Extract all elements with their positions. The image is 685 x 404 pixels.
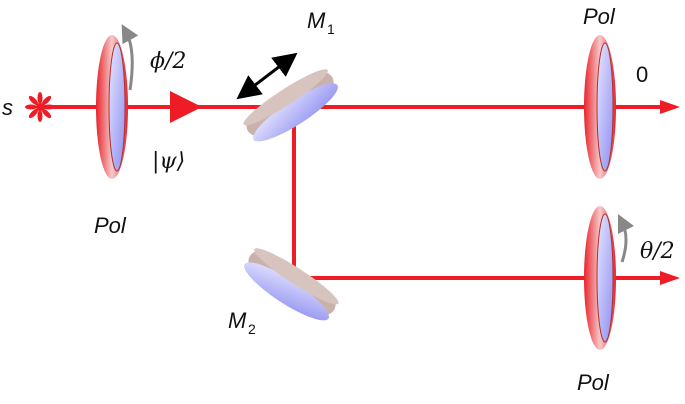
analyzer-top-label: Pol — [583, 4, 616, 29]
analyzer-bottom-angle: θ/2 — [640, 239, 675, 264]
analyzer-top-angle: 0 — [636, 62, 648, 87]
input-polarizer-label: Pol — [94, 213, 127, 238]
input-polarizer — [96, 24, 139, 179]
analyzer-bottom — [584, 206, 635, 350]
input-angle-label: ϕ/2 — [150, 49, 186, 74]
source-label: s — [2, 95, 13, 120]
analyzer-bottom-label: Pol — [577, 370, 610, 395]
rotation-arrow-icon — [617, 213, 635, 263]
translation-arrow-icon — [236, 52, 298, 100]
mirror1-label: M — [307, 8, 326, 33]
beam-arrow-bottom — [660, 271, 680, 285]
source-icon — [25, 92, 55, 122]
analyzer-top — [584, 35, 616, 179]
rotation-arrow-icon — [121, 24, 139, 91]
beam-arrow-top — [660, 100, 680, 114]
state-label: |ψ⟩ — [152, 149, 185, 174]
mirror2-label: M — [228, 308, 247, 333]
mirror2-subscript: 2 — [248, 321, 256, 337]
mirror1-subscript: 1 — [327, 21, 335, 37]
beams — [40, 91, 680, 285]
mirror-2 — [244, 248, 339, 321]
